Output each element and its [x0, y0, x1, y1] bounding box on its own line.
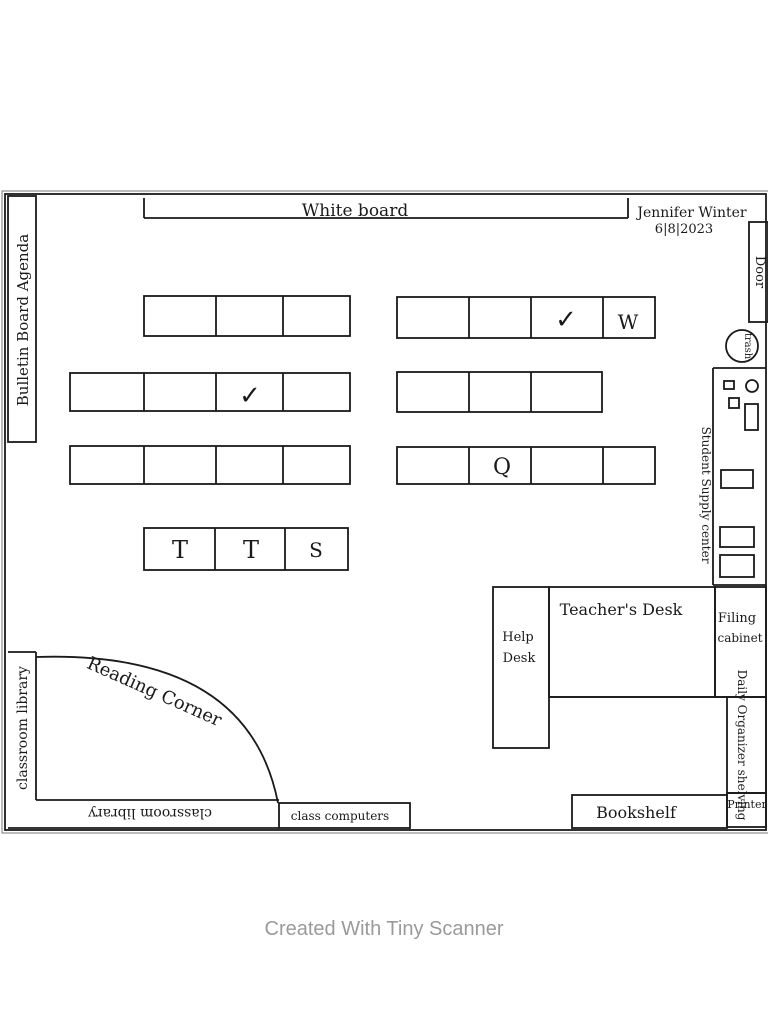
desk-mark-q: Q [493, 455, 511, 480]
filing-cabinet-label: cabinet [717, 631, 762, 645]
desk-row-lower-right [396, 446, 656, 485]
desk-mark-w: W [618, 310, 639, 334]
desk-row-top-right [396, 296, 656, 339]
desk-row-top-left [143, 295, 351, 337]
white-board: White board [143, 198, 629, 221]
white-board-label: White board [302, 201, 409, 221]
trash-can: trash [725, 329, 759, 363]
bulletin-board: Bulletin Board Agenda [7, 195, 37, 443]
desk-mark-s: S [309, 538, 323, 562]
door: Door [748, 221, 768, 323]
supply-bin-icon [744, 403, 759, 431]
class-computers-label: class computers [291, 809, 389, 823]
supply-jar-icon [745, 379, 759, 393]
desk-row-middle-right [396, 371, 603, 413]
scanner-watermark: Created With Tiny Scanner [264, 918, 504, 940]
help-desk: Help Desk [492, 586, 550, 749]
desk-row-bottom [143, 527, 349, 571]
author-name: Jennifer Winter [635, 205, 747, 221]
reading-corner: Reading Corner [35, 653, 279, 804]
plan-date: 6|8|2023 [655, 222, 713, 237]
student-supply-center-label: Student Supply center [699, 427, 713, 564]
bookshelf: Bookshelf [571, 794, 728, 829]
bulletin-board-label: Bulletin Board Agenda [14, 234, 32, 407]
teacher-desk-label: Teacher's Desk [560, 600, 683, 619]
supply-tray-icon [720, 469, 754, 489]
filing-cabinet: Filing cabinet [714, 586, 767, 698]
printer: Printer [726, 792, 767, 828]
help-desk-label: Desk [503, 651, 536, 666]
filing-cabinet-label: Filing [718, 611, 756, 626]
supply-bin-icon [728, 397, 740, 409]
desk-check-mark: ✓ [555, 305, 577, 335]
classroom-library-side-label: classroom library [15, 666, 31, 790]
desk-row-middle-left [69, 372, 351, 412]
student-supply-center: Student Supply center [699, 367, 766, 586]
daily-organizer-label: Daily Organizer shelving [735, 670, 749, 821]
teacher-desk: Teacher's Desk [548, 586, 727, 698]
desk-check-mark: ✓ [239, 381, 261, 411]
help-desk-label: Help [502, 630, 534, 645]
bookshelf-label: Bookshelf [596, 803, 677, 822]
classroom-library: classroom library classroom library [8, 651, 279, 829]
desk-row-lower-left [69, 445, 351, 485]
room-outline [4, 193, 767, 831]
supply-tray-icon [719, 526, 755, 548]
trash-label: trash [742, 333, 753, 360]
desk-mark-t: T [172, 536, 188, 564]
reading-corner-label: Reading Corner [84, 653, 225, 731]
class-computers: class computers [278, 802, 411, 829]
printer-label: Printer [727, 798, 767, 811]
supply-tray-icon [719, 554, 755, 578]
room-outline-sketch [1, 190, 768, 834]
door-label: Door [752, 256, 767, 289]
classroom-library-bottom-label: classroom library [88, 805, 212, 821]
supply-bin-icon [723, 380, 735, 390]
desk-mark-t: T [243, 536, 259, 564]
